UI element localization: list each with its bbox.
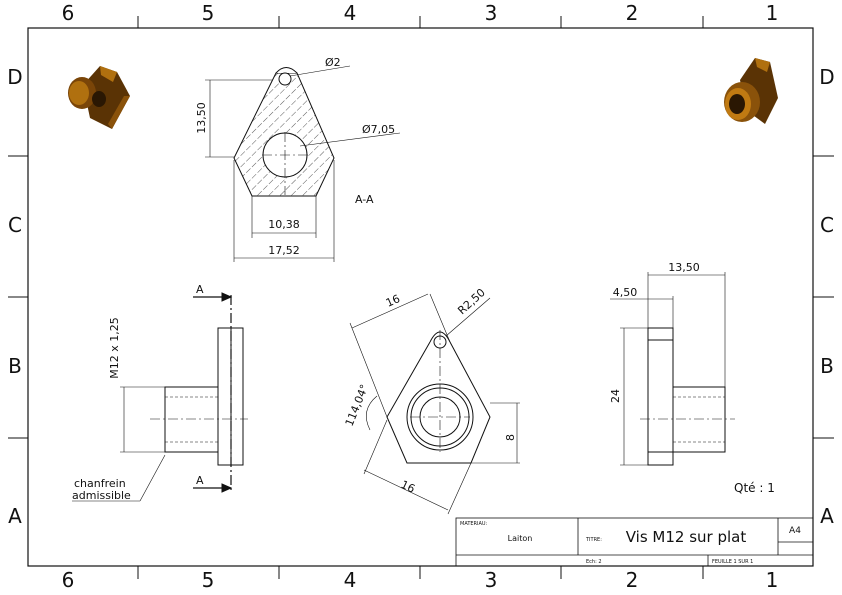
dim-thread: M12 x 1,25 [108, 317, 121, 378]
column-label: 3 [485, 1, 498, 25]
drawing-frame [8, 16, 834, 579]
dim-section-height: 13,50 [195, 102, 208, 134]
dim-front-right: 8 [504, 434, 517, 441]
isometric-view-left [68, 66, 130, 129]
material-label: MATERIAU: [460, 521, 488, 527]
row-label: B [820, 354, 834, 378]
dim-front-top: 16 [384, 292, 402, 310]
zone-labels: 6 5 4 3 2 1 6 5 4 3 2 1 D C B A D C B A [7, 1, 834, 592]
dim-hole-small: Ø2 [325, 56, 341, 69]
dim-right-height: 24 [609, 389, 622, 403]
material-value: Laiton [508, 534, 533, 543]
column-label: 4 [344, 568, 357, 592]
dim-hole-large: Ø7,05 [362, 123, 395, 136]
column-label: 5 [202, 1, 215, 25]
sheet-number: FEUILLE 1 SUR 1 [712, 559, 753, 565]
note-chamfer-line2: admissible [72, 489, 131, 502]
title-label: TITRE: [585, 537, 602, 543]
isometric-view-right [724, 58, 778, 124]
dim-width-outer: 17,52 [268, 244, 300, 257]
row-label: A [8, 504, 22, 528]
dim-front-bottom: 16 [399, 478, 417, 496]
column-label: 5 [202, 568, 215, 592]
dim-right-plate: 4,50 [613, 286, 638, 299]
dim-right-total: 13,50 [668, 261, 700, 274]
section-view-aa [205, 65, 401, 262]
section-mark-top: A [196, 283, 204, 296]
row-label: B [8, 354, 22, 378]
column-label: 2 [626, 1, 639, 25]
row-label: A [820, 504, 834, 528]
dim-width-inner: 10,38 [268, 218, 300, 231]
column-label: 6 [62, 568, 75, 592]
right-side-view [610, 272, 735, 466]
column-label: 6 [62, 1, 75, 25]
left-side-view [72, 292, 248, 502]
row-label: C [820, 213, 834, 237]
dim-front-radius: R2,50 [455, 286, 488, 317]
row-label: D [819, 65, 834, 89]
column-label: 3 [485, 568, 498, 592]
column-label: 1 [766, 568, 779, 592]
title-block [455, 517, 814, 567]
drawing-title: Vis M12 sur plat [626, 528, 747, 546]
sheet-format: A4 [789, 526, 801, 536]
row-label: C [8, 213, 22, 237]
scale-label: Ech: 2 [586, 559, 602, 565]
column-label: 2 [626, 568, 639, 592]
quantity-note: Qté : 1 [734, 481, 775, 495]
column-label: 1 [766, 1, 779, 25]
section-label: A-A [355, 193, 374, 206]
note-chamfer-line1: chanfrein [74, 477, 126, 490]
column-label: 4 [344, 1, 357, 25]
front-view [349, 293, 520, 515]
row-label: D [7, 65, 22, 89]
section-mark-bottom: A [196, 474, 204, 487]
